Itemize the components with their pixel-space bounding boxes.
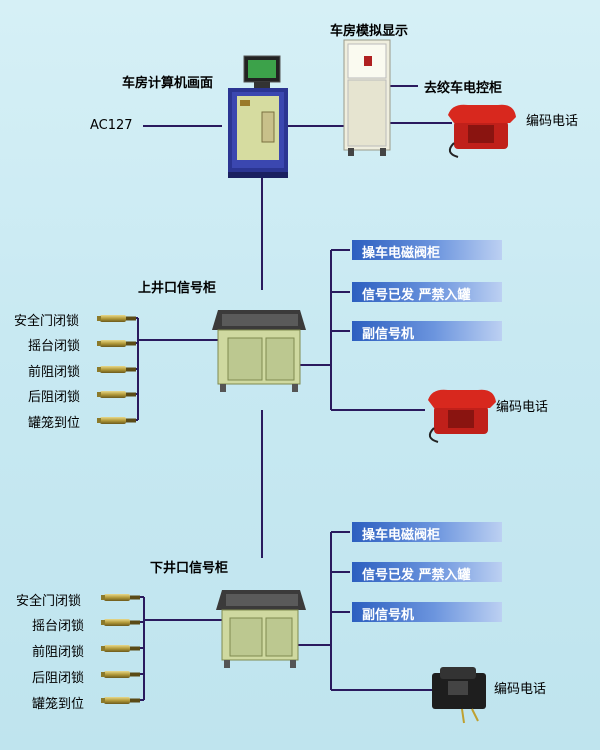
phone-icon (428, 389, 496, 443)
upper-output-label: 操车电磁阀柜 (362, 246, 441, 261)
sensor-icon (97, 417, 136, 424)
connection-lines (125, 85, 452, 701)
sensor-icon (101, 619, 140, 626)
lower-output-label: 操车电磁阀柜 (362, 528, 441, 543)
upper-cabinet-title: 上井口信号柜 (138, 281, 217, 296)
upper-lock-label: 罐笼到位 (28, 416, 81, 431)
lower-output-secondary-signal: 副信号机 (352, 602, 502, 623)
lower-signal-cabinet-icon (216, 590, 306, 668)
lower-sensors (101, 594, 140, 704)
sensor-icon (101, 697, 140, 704)
upper-output-secondary-signal: 副信号机 (352, 321, 502, 342)
computer-screen-label: 车房计算机画面 (122, 76, 214, 91)
upper-lock-label: 摇台闭锁 (28, 339, 81, 354)
lower-output-label: 副信号机 (362, 608, 415, 623)
lower-output-signal-sent: 信号已发 严禁入罐 (352, 562, 502, 583)
upper-sensors (97, 315, 136, 424)
upper-output-label: 副信号机 (362, 327, 415, 342)
computer-cabinet-icon (228, 55, 288, 178)
sensor-icon (97, 366, 136, 373)
simulation-display-label: 车房模拟显示 (330, 24, 409, 39)
upper-output-signal-sent: 信号已发 严禁入罐 (352, 282, 502, 303)
explosion-proof-phone-icon (432, 667, 486, 724)
lower-lock-label: 安全门闭锁 (16, 594, 82, 609)
upper-lock-label: 安全门闭锁 (14, 314, 80, 329)
winch-cabinet-label: 去绞车电控柜 (424, 81, 503, 96)
lower-lock-label: 罐笼到位 (32, 697, 85, 712)
upper-output-label: 信号已发 严禁入罐 (362, 288, 471, 303)
sensor-icon (97, 340, 136, 347)
phone-icon (448, 104, 516, 158)
simulation-display-cabinet-icon (343, 39, 391, 156)
lower-lock-label: 后阻闭锁 (32, 671, 85, 686)
sensor-icon (101, 645, 140, 652)
sensor-icon (101, 671, 140, 678)
sensor-icon (97, 391, 136, 398)
lower-cabinet-title: 下井口信号柜 (150, 561, 229, 576)
lower-output-label: 信号已发 严禁入罐 (362, 568, 471, 583)
sensor-icon (101, 594, 140, 601)
upper-output-solenoid: 操车电磁阀柜 (352, 240, 502, 261)
upper-lock-label: 前阻闭锁 (28, 365, 81, 380)
ac-label: AC127 (90, 118, 133, 133)
sensor-icon (97, 315, 136, 322)
coded-phone-label: 编码电话 (526, 114, 579, 129)
lower-output-solenoid: 操车电磁阀柜 (352, 522, 502, 543)
lower-coded-phone-label: 编码电话 (494, 682, 547, 697)
lower-lock-label: 前阻闭锁 (32, 645, 85, 660)
upper-coded-phone-label: 编码电话 (496, 400, 549, 415)
lower-lock-label: 摇台闭锁 (32, 619, 85, 634)
upper-lock-label: 后阻闭锁 (28, 390, 81, 405)
upper-signal-cabinet-icon (212, 310, 306, 392)
